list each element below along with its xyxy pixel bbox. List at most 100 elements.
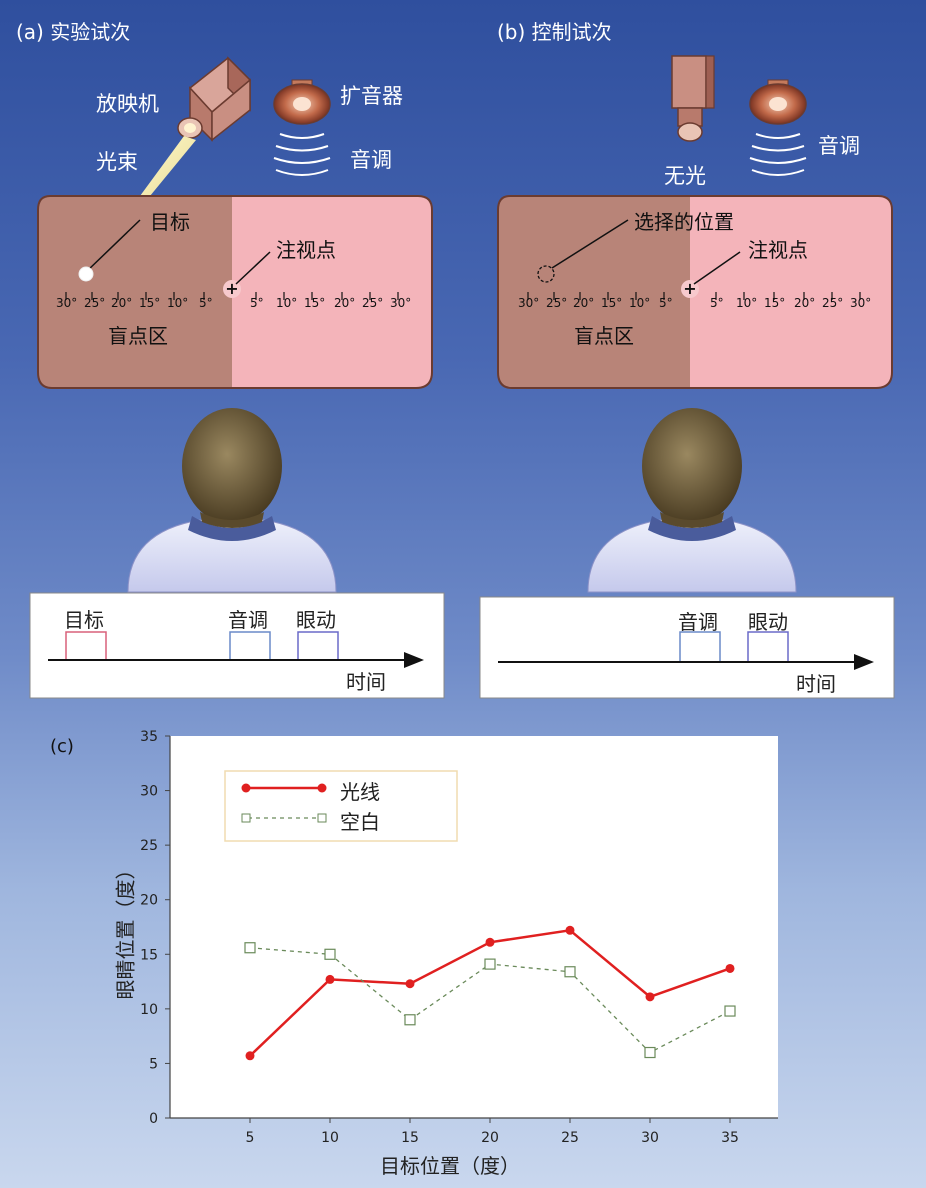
sound-waves-a (273, 133, 331, 176)
tick-label: 15° (601, 296, 623, 310)
tick-label: 5° (659, 296, 673, 310)
timeline-tone-label-b: 音调 (678, 610, 718, 634)
projector-label: 放映机 (96, 92, 159, 116)
tick-label: 30° (518, 296, 540, 310)
tick-label: 25° (546, 296, 568, 310)
svg-text:+: + (683, 279, 696, 298)
speaker-label: 扩音器 (340, 84, 403, 108)
tick-label: 5° (199, 296, 213, 310)
tone-label-b: 音调 (818, 134, 860, 158)
data-point-light (725, 963, 735, 973)
tick-marks-b (527, 292, 861, 300)
legend-blank-label: 空白 (340, 810, 380, 834)
tick-label: 10° (736, 296, 758, 310)
data-point-blank (484, 958, 496, 970)
timeline-time-label-b: 时间 (796, 672, 836, 696)
projector-off-icon (671, 55, 715, 142)
legend-light-label: 光线 (340, 780, 380, 804)
tick-label: 30° (390, 296, 412, 310)
data-point-blank (244, 942, 256, 954)
chosen-position-label: 选择的位置 (634, 210, 734, 234)
data-point-light (565, 925, 575, 935)
data-point-light (405, 979, 415, 989)
no-light-label: 无光 (664, 164, 706, 188)
chart-frame (169, 736, 778, 1119)
y-tick-label: 15 (140, 947, 158, 963)
tone-label-a: 音调 (350, 148, 392, 172)
x-tick-label: 35 (721, 1130, 739, 1146)
timeline-eye-label-b: 眼动 (748, 610, 788, 634)
data-point-blank (564, 966, 576, 978)
fixation-label-b: 注视点 (748, 238, 808, 262)
y-axis-label: 眼睛位置（度） (113, 859, 138, 1000)
observer-b (587, 408, 797, 593)
data-point-blank (404, 1014, 416, 1026)
data-point-light (645, 992, 655, 1002)
timeline-a (29, 592, 445, 699)
timeline-tone-label-a: 音调 (228, 608, 268, 632)
speaker-icon-b (749, 79, 807, 125)
x-tick-label: 15 (401, 1130, 419, 1146)
tick-label: 15° (764, 296, 786, 310)
data-point-light (325, 974, 335, 984)
tick-label: 20° (334, 296, 356, 310)
y-tick-label: 0 (149, 1111, 158, 1127)
light-beam (140, 136, 196, 196)
tick-label: 25° (822, 296, 844, 310)
x-axis-label: 目标位置（度） (380, 1154, 520, 1178)
tick-label: 20° (573, 296, 595, 310)
y-tick-label: 5 (149, 1056, 158, 1072)
tick-label: 20° (794, 296, 816, 310)
sound-waves-b (749, 133, 807, 176)
y-tick-label: 30 (140, 784, 158, 800)
tick-label: 10° (167, 296, 189, 310)
y-tick-label: 25 (140, 838, 158, 854)
timeline-target-label: 目标 (64, 608, 104, 632)
tick-marks-a (65, 292, 399, 300)
blind-spot-label-b: 盲点区 (574, 324, 634, 348)
svg-text:+: + (225, 279, 238, 298)
blind-spot-label-a: 盲点区 (108, 324, 168, 348)
tick-label: 20° (111, 296, 133, 310)
x-tick-label: 10 (321, 1130, 339, 1146)
data-point-blank (724, 1005, 736, 1017)
y-tick-label: 20 (140, 893, 158, 909)
panel-b-label: (b) 控制试次 (497, 20, 612, 44)
x-tick-label: 30 (641, 1130, 659, 1146)
panel-a-label: (a) 实验试次 (16, 20, 131, 44)
panel-c-label: (c) (50, 736, 74, 757)
timeline-eye-label-a: 眼动 (296, 608, 336, 632)
tick-label: 10° (629, 296, 651, 310)
fixation-label-a: 注视点 (276, 238, 336, 262)
tick-label: 25° (362, 296, 384, 310)
speaker-icon-a (273, 79, 331, 125)
x-tick-label: 20 (481, 1130, 499, 1146)
data-point-blank (644, 1046, 656, 1059)
tick-label: 10° (276, 296, 298, 310)
data-point-light (485, 937, 495, 947)
x-tick-label: 5 (246, 1130, 255, 1146)
tick-label: 5° (250, 296, 264, 310)
tick-label: 15° (304, 296, 326, 310)
tick-label: 5° (710, 296, 724, 310)
tick-label: 30° (56, 296, 78, 310)
data-point-blank (324, 948, 336, 960)
data-point-light (245, 1051, 255, 1061)
timeline-b (479, 596, 895, 699)
projector-icon (177, 56, 252, 142)
timeline-time-label-a: 时间 (346, 670, 386, 694)
target-label: 目标 (150, 210, 190, 234)
y-tick-label: 35 (140, 729, 158, 745)
x-tick-label: 25 (561, 1130, 579, 1146)
tick-label: 15° (139, 296, 161, 310)
tick-label: 25° (84, 296, 106, 310)
screen-b: + (497, 195, 893, 389)
tick-label: 30° (850, 296, 872, 310)
observer-a (127, 408, 337, 593)
legend-box (224, 770, 458, 842)
series-line-light (249, 928, 731, 1057)
y-tick-label: 10 (140, 1002, 158, 1018)
beam-label: 光束 (96, 150, 138, 174)
